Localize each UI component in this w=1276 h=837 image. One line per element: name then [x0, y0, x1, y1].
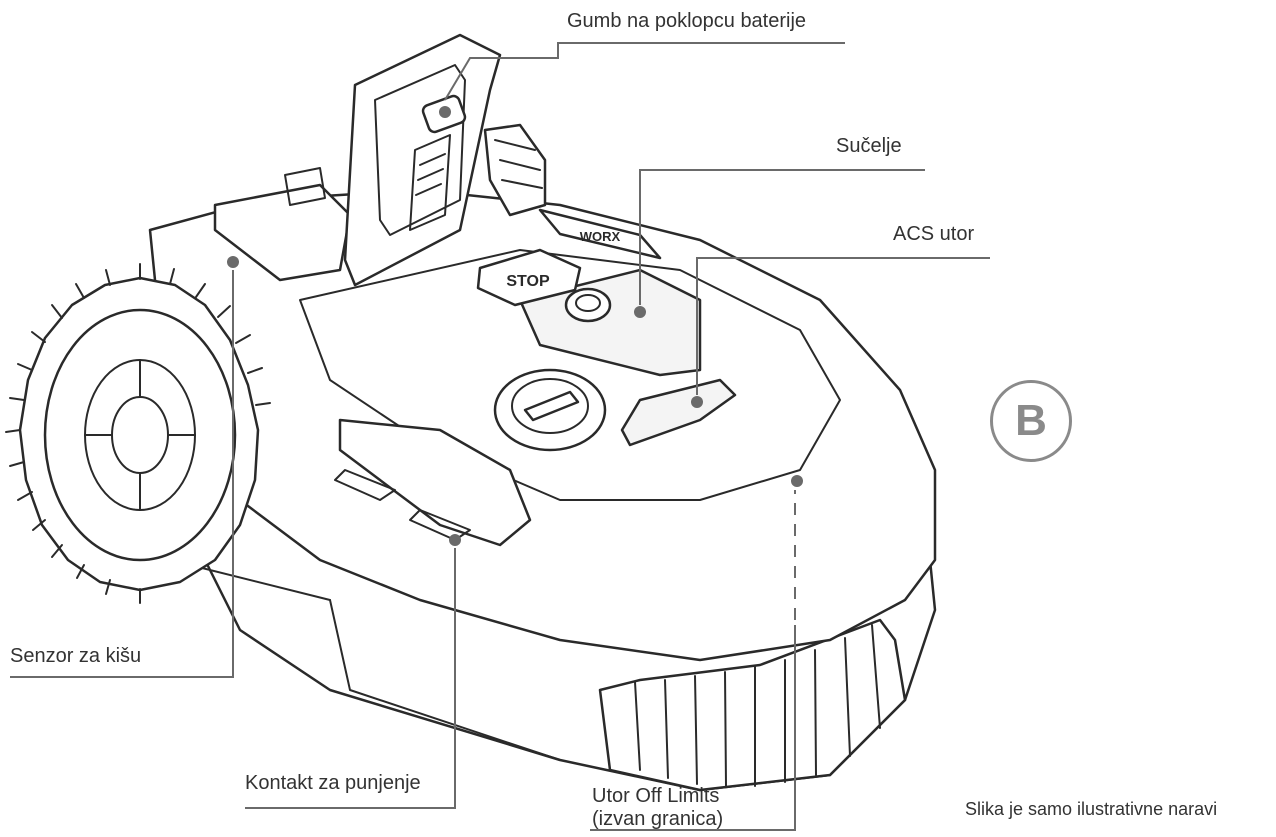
label-acs-slot: ACS utor — [893, 223, 975, 245]
brand-plate — [538, 208, 662, 260]
round-button — [564, 287, 612, 323]
point-rain-sensor — [227, 256, 239, 268]
leader-off-limits — [590, 625, 796, 831]
battery-lid — [343, 33, 502, 287]
battery-compartment — [213, 183, 352, 282]
illustration-disclaimer: Slika je samo ilustrativne naravi — [965, 799, 1218, 819]
label-rain-sensor: Senzor za kišu — [10, 645, 142, 667]
label-charging-contact: Kontakt za punjenje — [245, 772, 421, 794]
label-interface: Sučelje — [836, 135, 902, 157]
stop-button-text: STOP — [506, 273, 550, 290]
leader-charging-contact — [245, 548, 456, 809]
leader-interface — [639, 169, 925, 305]
rear-wheel — [5, 263, 271, 604]
view-badge: B — [990, 380, 1072, 462]
leader-battery-button — [444, 42, 845, 101]
point-battery-button — [439, 106, 451, 118]
point-charging-contact — [449, 534, 461, 546]
inner-top-plate — [299, 249, 841, 501]
point-acs-slot — [691, 396, 703, 408]
point-interface — [634, 306, 646, 318]
brand-text: WORX — [580, 229, 621, 244]
bumper-ribs — [634, 624, 881, 787]
label-off-limits-line1: Utor Off Limits — [592, 785, 720, 807]
stop-button-shape — [476, 248, 582, 307]
leader-rain-sensor — [10, 270, 234, 678]
label-off-limits-line2: (izvan granica) — [592, 808, 724, 830]
robotic-mower-drawing: STOP WORX — [5, 33, 937, 792]
leader-acs-slot — [696, 257, 990, 395]
charging-contact-housing — [338, 418, 532, 547]
leader-lines — [10, 42, 990, 831]
acs-slot-shape — [620, 378, 737, 447]
front-bumper — [598, 618, 907, 792]
point-off-limits — [791, 475, 803, 487]
label-battery-button: Gumb na poklopcu baterije — [567, 10, 807, 32]
rear-tread — [483, 123, 547, 217]
